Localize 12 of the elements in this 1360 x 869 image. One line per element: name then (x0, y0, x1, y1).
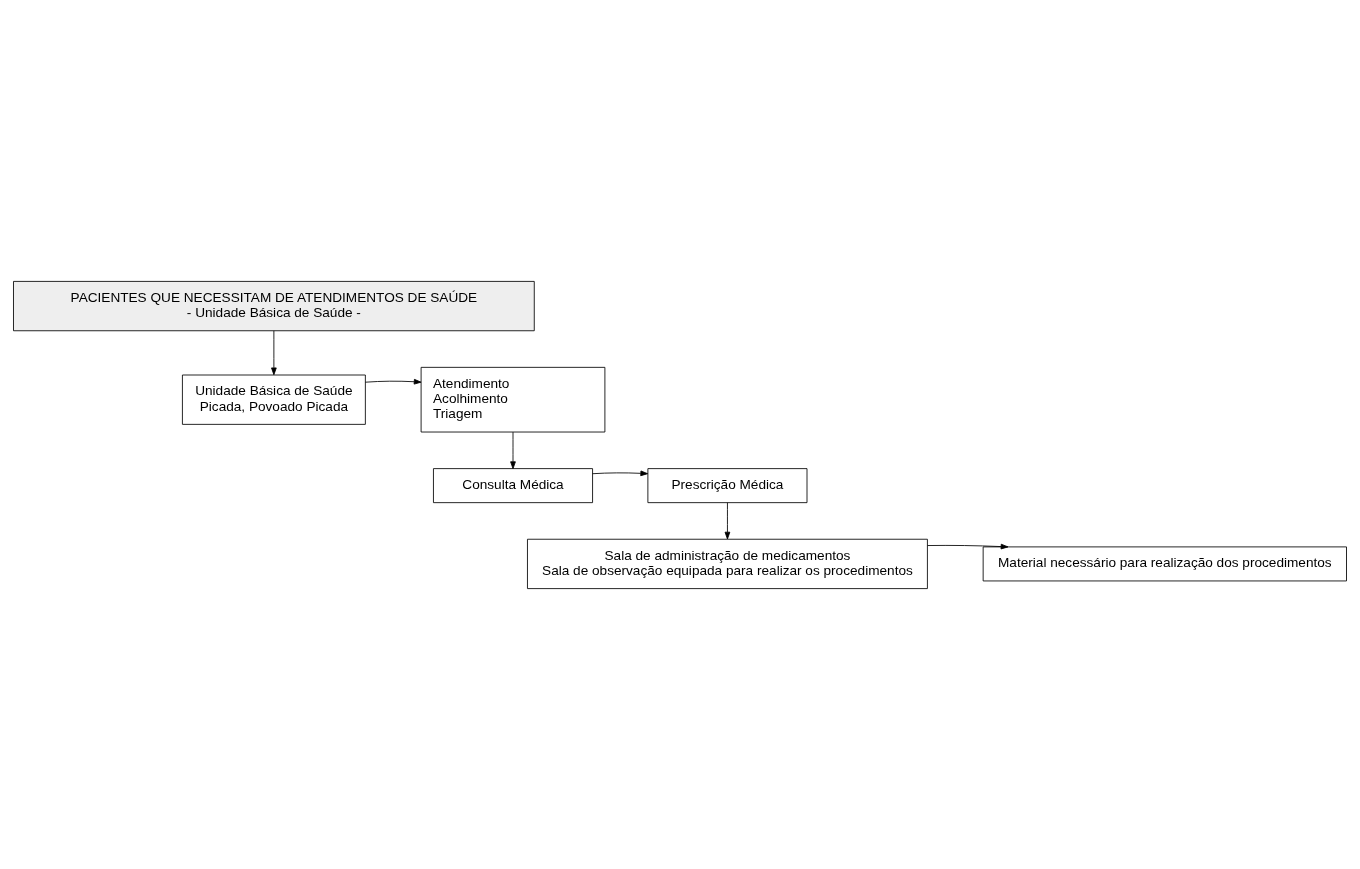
arrow (271, 329, 277, 375)
arrow (365, 378, 422, 385)
node-box: Atendimento Acolhimento Triagem (420, 366, 606, 432)
node-box: Unidade Básica de Saúde Picada, Povoado Picada (182, 374, 366, 425)
arrow (510, 431, 516, 469)
node-box: Consulta Médica (433, 467, 593, 503)
arrow (724, 501, 731, 539)
node-box: PACIENTES QUE NECESSITAM DE ATENDIMENTOS DE SAÚDE - Unidade Básica de Saúde - (13, 280, 535, 331)
arrow (927, 543, 1009, 549)
arrow (592, 470, 649, 476)
node-box: Prescrição Médica (647, 467, 808, 503)
node-box: Sala de administração de medicamentos Sala de observação equipada para realizar os procedimentos (527, 538, 928, 589)
